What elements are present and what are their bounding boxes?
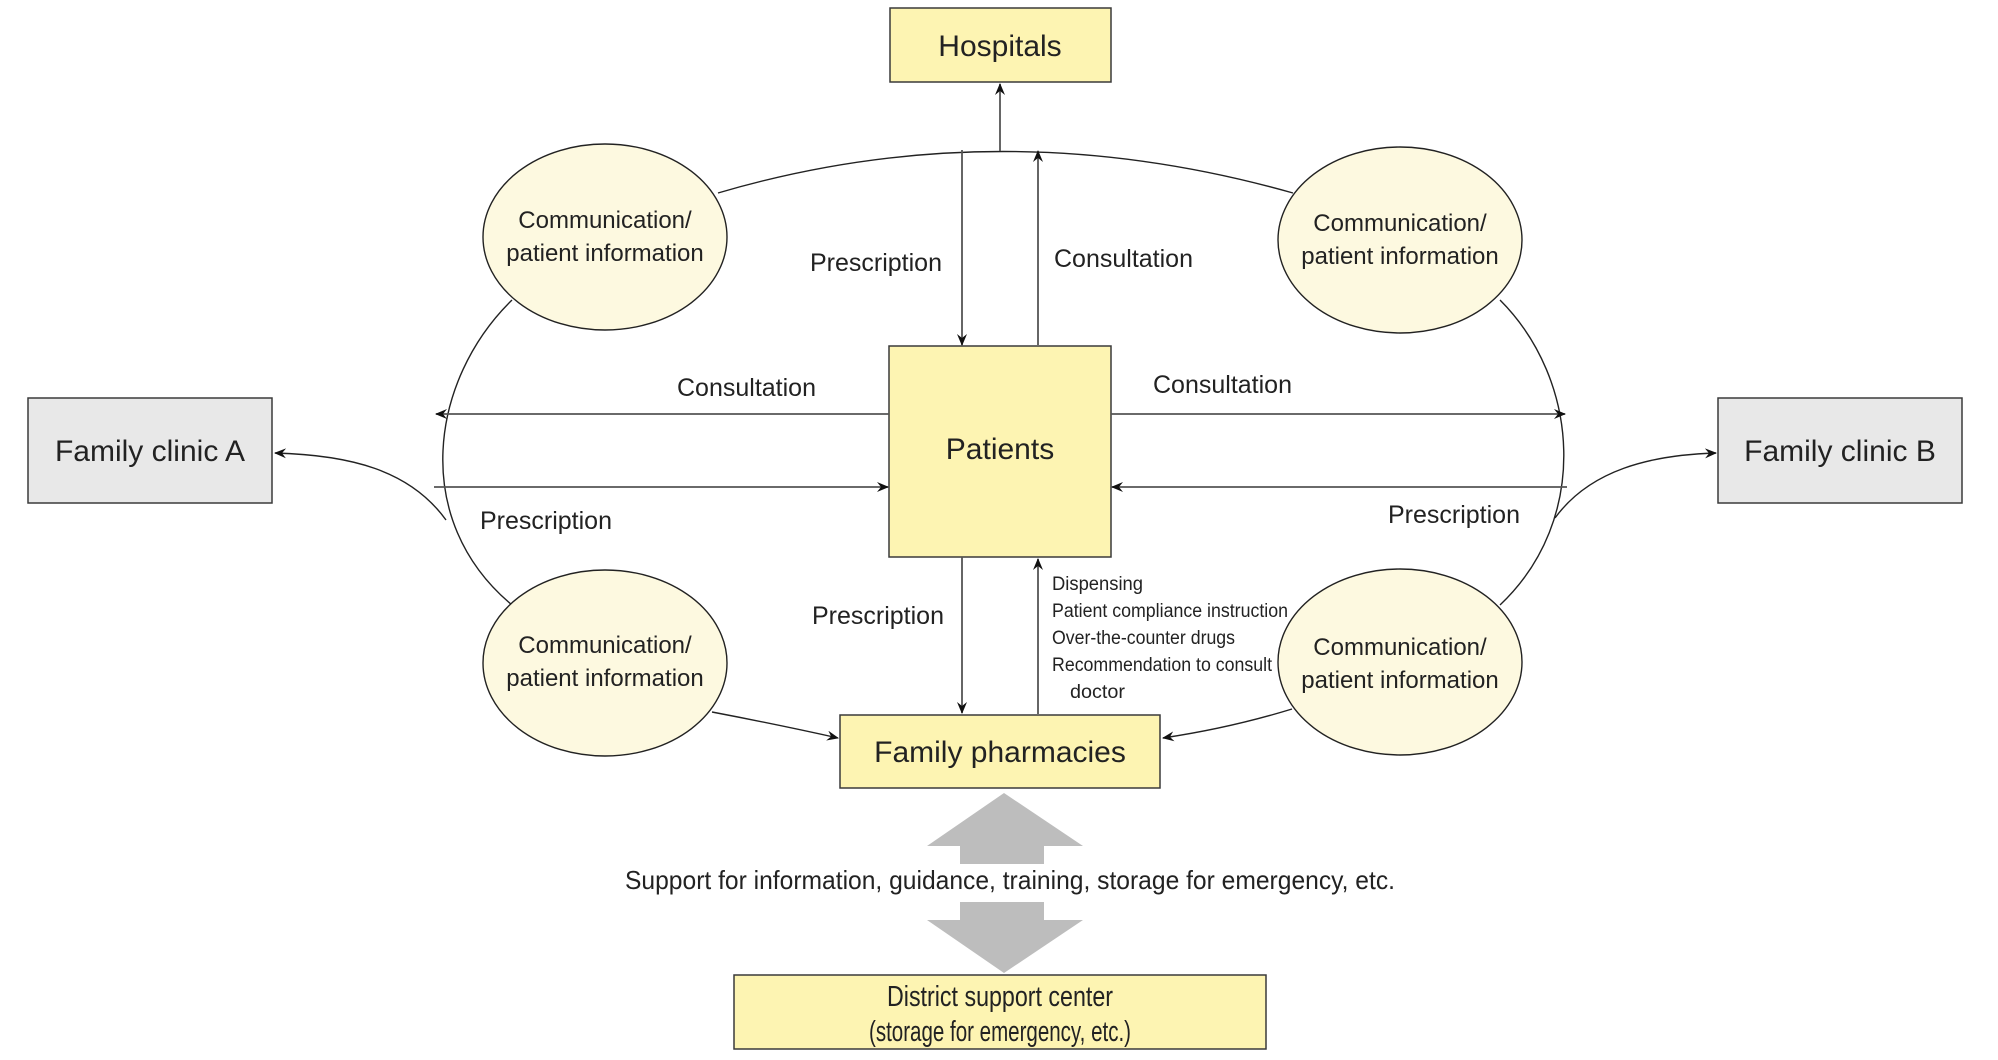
service-item: Dispensing	[1052, 574, 1143, 595]
support-text: Support for information, guidance, train…	[625, 865, 1395, 895]
hospitals-label: Hospitals	[938, 30, 1061, 63]
family-clinic-a-box[interactable]	[27, 397, 273, 504]
district-support-center-title: District support center	[887, 981, 1113, 1013]
left-prescription-label: Prescription	[480, 507, 612, 535]
pharmacy-services-list: Dispensing Patient compliance instructio…	[1052, 574, 1288, 703]
ellipse-bottom-left[interactable]: Communication/ patient information	[482, 569, 728, 757]
arrow-to-clinic-a	[274, 448, 447, 521]
support-arrow-up	[927, 793, 1083, 864]
ellipse-bottom-right-line1: Communication/	[1313, 634, 1487, 661]
ellipse-top-left-line1: Communication/	[518, 207, 692, 234]
ellipse-top-right[interactable]: Communication/ patient information	[1277, 146, 1523, 334]
ellipse-top-right-line1: Communication/	[1313, 210, 1487, 237]
patients-box[interactable]	[888, 345, 1112, 558]
ellipse-top-left[interactable]: Communication/ patient information	[482, 143, 728, 331]
arrow-bottom-left-to-pharmacies	[711, 711, 839, 741]
ring-arc-top	[717, 150, 1294, 194]
ellipse-top-left-line2: patient information	[506, 240, 703, 267]
bottom-prescription-label: Prescription	[812, 602, 944, 630]
right-consultation-label: Consultation	[1153, 371, 1292, 399]
family-clinic-a-label: Family clinic A	[55, 435, 245, 468]
service-item: doctor	[1070, 682, 1126, 703]
support-arrow-down	[927, 902, 1083, 973]
ellipse-bottom-right-line2: patient information	[1301, 667, 1498, 694]
ring-arc-left	[442, 299, 513, 606]
family-pharmacies-box[interactable]	[839, 714, 1161, 789]
family-clinic-b-label: Family clinic B	[1744, 435, 1936, 468]
top-consultation-label: Consultation	[1054, 245, 1193, 273]
service-item: Recommendation to consult	[1052, 655, 1273, 676]
top-prescription-label: Prescription	[810, 249, 942, 277]
family-clinic-b-box[interactable]	[1717, 397, 1963, 504]
arrow-bottom-right-to-pharmacies	[1162, 708, 1293, 742]
service-item: Over-the-counter drugs	[1052, 628, 1235, 649]
service-item: Patient compliance instruction	[1052, 601, 1288, 622]
district-support-center-subtitle: (storage for emergency, etc.)	[869, 1016, 1131, 1048]
ellipse-bottom-right[interactable]: Communication/ patient information	[1277, 568, 1523, 756]
district-support-center-box[interactable]	[733, 974, 1267, 1050]
ellipse-bottom-left-line1: Communication/	[518, 632, 692, 659]
hospitals-box[interactable]	[889, 7, 1112, 83]
arrow-to-clinic-b	[1554, 448, 1717, 519]
ellipse-top-right-line2: patient information	[1301, 243, 1498, 270]
left-consultation-label: Consultation	[677, 374, 816, 402]
ring-arc-right	[1499, 299, 1565, 606]
family-pharmacies-label: Family pharmacies	[874, 736, 1126, 769]
patients-label: Patients	[946, 433, 1054, 466]
ellipse-bottom-left-line2: patient information	[506, 665, 703, 692]
right-prescription-label: Prescription	[1388, 501, 1520, 529]
